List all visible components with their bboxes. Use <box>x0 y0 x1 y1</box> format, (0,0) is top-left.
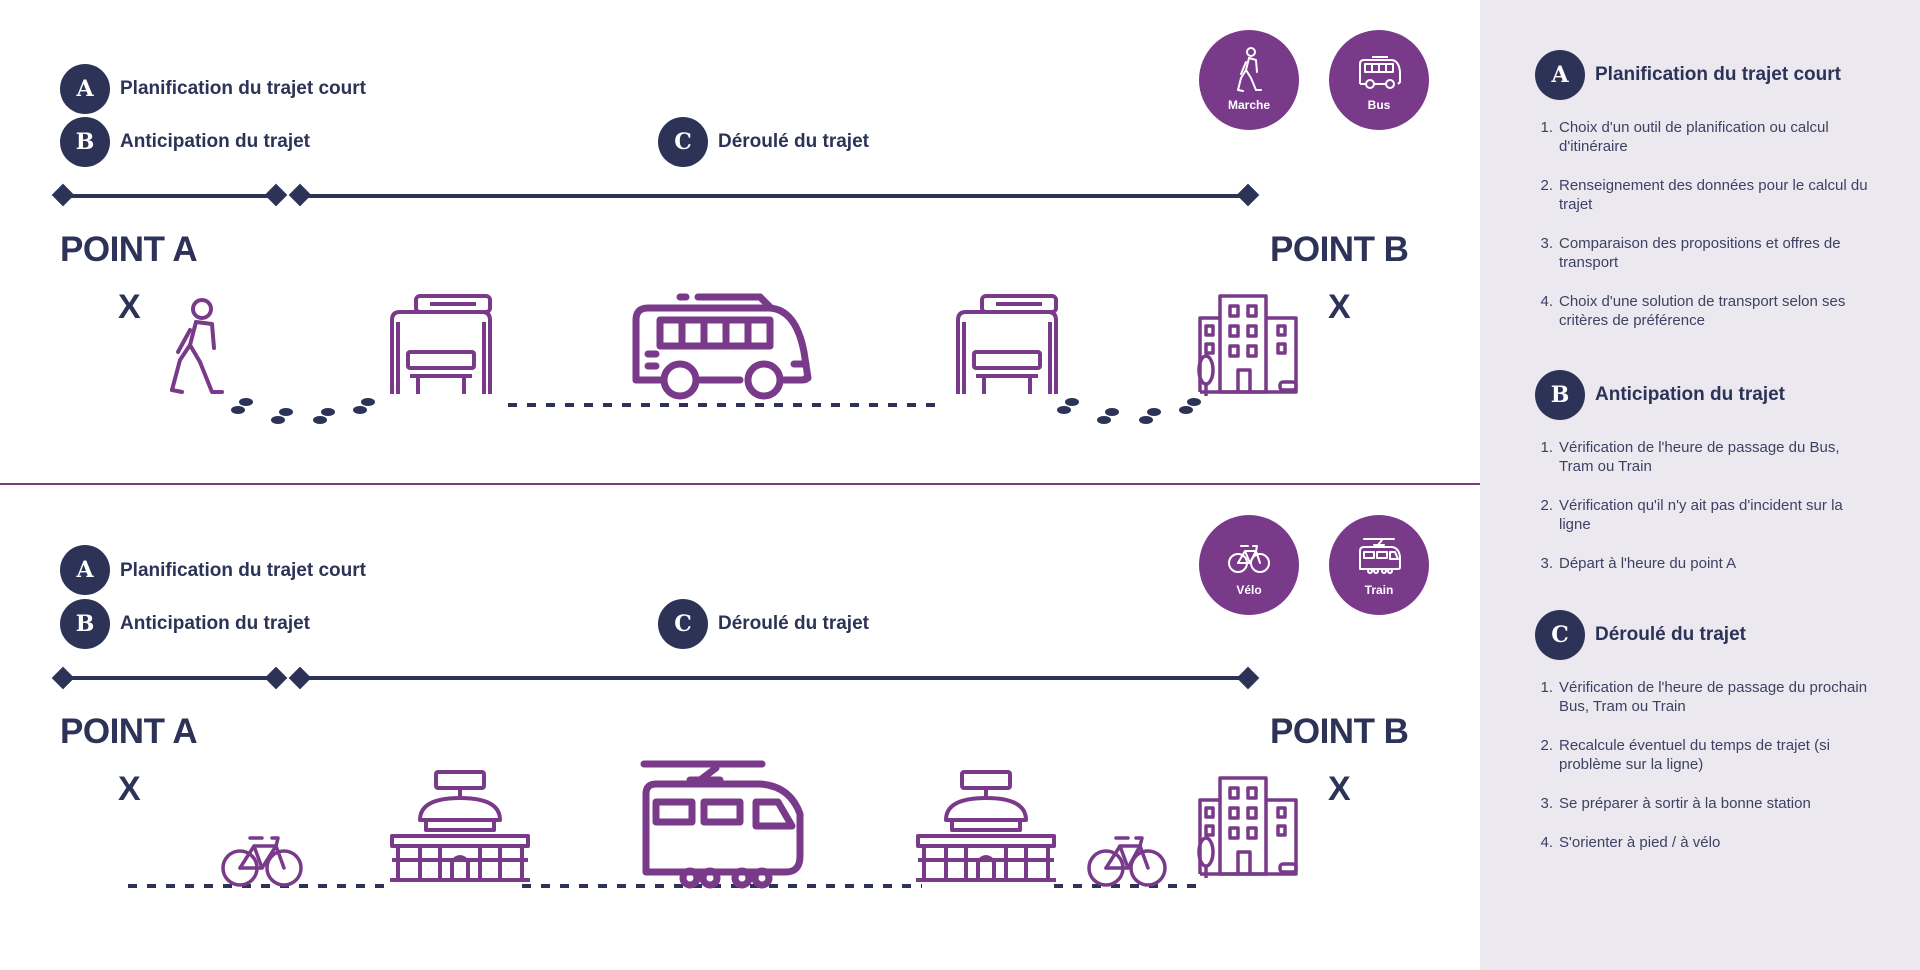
tram-icon <box>640 760 804 889</box>
steps-panel <box>1480 0 1920 970</box>
panel-list: 1.Choix d'un outil de planification ou c… <box>1535 118 1875 330</box>
mode-label: Train <box>1364 583 1394 597</box>
panel-section-b: B Anticipation du trajet 1.Vérification … <box>1535 370 1875 593</box>
point-a-label: POINT A <box>60 712 198 751</box>
mode-walk: Marche <box>1199 30 1299 130</box>
list-item: 1.Vérification de l'heure de passage du … <box>1540 439 1840 475</box>
step-label-b: Anticipation du trajet <box>120 131 310 152</box>
step-label-a: Planification du trajet court <box>120 78 366 99</box>
mode-train: Train <box>1329 515 1429 615</box>
list-item: 2.Recalcule éventuel du temps de trajet … <box>1540 737 1830 773</box>
mode-bus: Bus <box>1329 30 1429 130</box>
timeline-diamond <box>288 183 312 207</box>
panel-list: 1.Vérification de l'heure de passage du … <box>1535 678 1875 852</box>
list-item: 1.Vérification de l'heure de passage du … <box>1540 679 1868 715</box>
panel-header: C Déroulé du trajet <box>1535 610 1875 660</box>
mode-label: Vélo <box>1236 583 1262 597</box>
journey-train: A Planification du trajet court B Antici… <box>0 484 1480 968</box>
footprints-icon <box>231 398 375 424</box>
point-a-label: POINT A <box>60 230 198 269</box>
timeline-diamond <box>288 666 312 690</box>
step-badge-b: B <box>60 599 110 649</box>
bus-icon <box>632 293 812 400</box>
timeline-diamond <box>51 183 75 207</box>
section-divider <box>0 483 1480 485</box>
point-b-marker: X <box>1328 770 1351 808</box>
train-station-icon <box>390 770 530 882</box>
panel-title: Déroulé du trajet <box>1595 624 1746 645</box>
step-badge-b: B <box>60 117 110 167</box>
step-badge-b: B <box>1535 370 1585 420</box>
bicycle-icon <box>1087 836 1167 887</box>
footprints-icon <box>1057 398 1201 424</box>
train-station-icon <box>916 770 1056 882</box>
step-label-b: Anticipation du trajet <box>120 613 310 634</box>
walking-person-icon <box>1237 47 1262 92</box>
panel-title: Planification du trajet court <box>1595 64 1841 85</box>
timeline-diamond <box>1236 183 1260 207</box>
point-b-label: POINT B <box>1270 230 1409 269</box>
bicycle-icon <box>221 836 303 887</box>
list-item: 2.Renseignement des données pour le calc… <box>1540 177 1868 213</box>
list-item: 4.S'orienter à pied / à vélo <box>1540 834 1721 851</box>
panel-header: B Anticipation du trajet <box>1535 370 1875 420</box>
timeline-diamond <box>51 666 75 690</box>
walking-person-icon <box>170 298 224 394</box>
bus-stop-icon <box>956 294 1058 394</box>
step-badge-a: A <box>1535 50 1585 100</box>
panel-section-c: C Déroulé du trajet 1.Vérification de l'… <box>1535 610 1875 872</box>
step-badge-c: C <box>658 117 708 167</box>
step-label-c: Déroulé du trajet <box>718 613 869 634</box>
point-a-marker: X <box>118 288 141 326</box>
panel-header: A Planification du trajet court <box>1535 50 1875 100</box>
timeline-diamond <box>1236 666 1260 690</box>
list-item: 3.Se préparer à sortir à la bonne statio… <box>1540 795 1811 812</box>
timeline-diamond <box>264 666 288 690</box>
timeline-diamond <box>264 183 288 207</box>
list-item: 3.Départ à l'heure du point A <box>1540 555 1737 572</box>
panel-list: 1.Vérification de l'heure de passage du … <box>1535 438 1875 573</box>
building-icon <box>1197 776 1298 878</box>
point-b-label: POINT B <box>1270 712 1409 751</box>
list-item: 2.Vérification qu'il n'y ait pas d'incid… <box>1540 497 1843 533</box>
list-item: 4.Choix d'une solution de transport selo… <box>1540 293 1846 329</box>
mode-label: Bus <box>1367 98 1391 112</box>
bus-stop-icon <box>390 294 492 394</box>
step-badge-a: A <box>60 64 110 114</box>
journey-diagram: A Planification du trajet court B Antici… <box>0 0 1480 968</box>
bicycle-icon <box>1228 545 1270 573</box>
step-badge-a: A <box>60 545 110 595</box>
list-item: 3.Comparaison des propositions et offres… <box>1540 235 1841 271</box>
journey-bus: A Planification du trajet court B Antici… <box>0 0 1480 484</box>
panel-title: Anticipation du trajet <box>1595 384 1785 405</box>
step-badge-c: C <box>1535 610 1585 660</box>
step-badge-c: C <box>658 599 708 649</box>
mode-bike: Vélo <box>1199 515 1299 615</box>
point-b-marker: X <box>1328 288 1351 326</box>
bus-icon <box>1359 56 1401 89</box>
tram-icon <box>1359 538 1401 574</box>
step-label-c: Déroulé du trajet <box>718 131 869 152</box>
list-item: 1.Choix d'un outil de planification ou c… <box>1540 119 1829 155</box>
point-a-marker: X <box>118 770 141 808</box>
panel-section-a: A Planification du trajet court 1.Choix … <box>1535 50 1875 350</box>
building-icon <box>1197 294 1298 396</box>
step-label-a: Planification du trajet court <box>120 560 366 581</box>
mode-label: Marche <box>1227 98 1271 112</box>
